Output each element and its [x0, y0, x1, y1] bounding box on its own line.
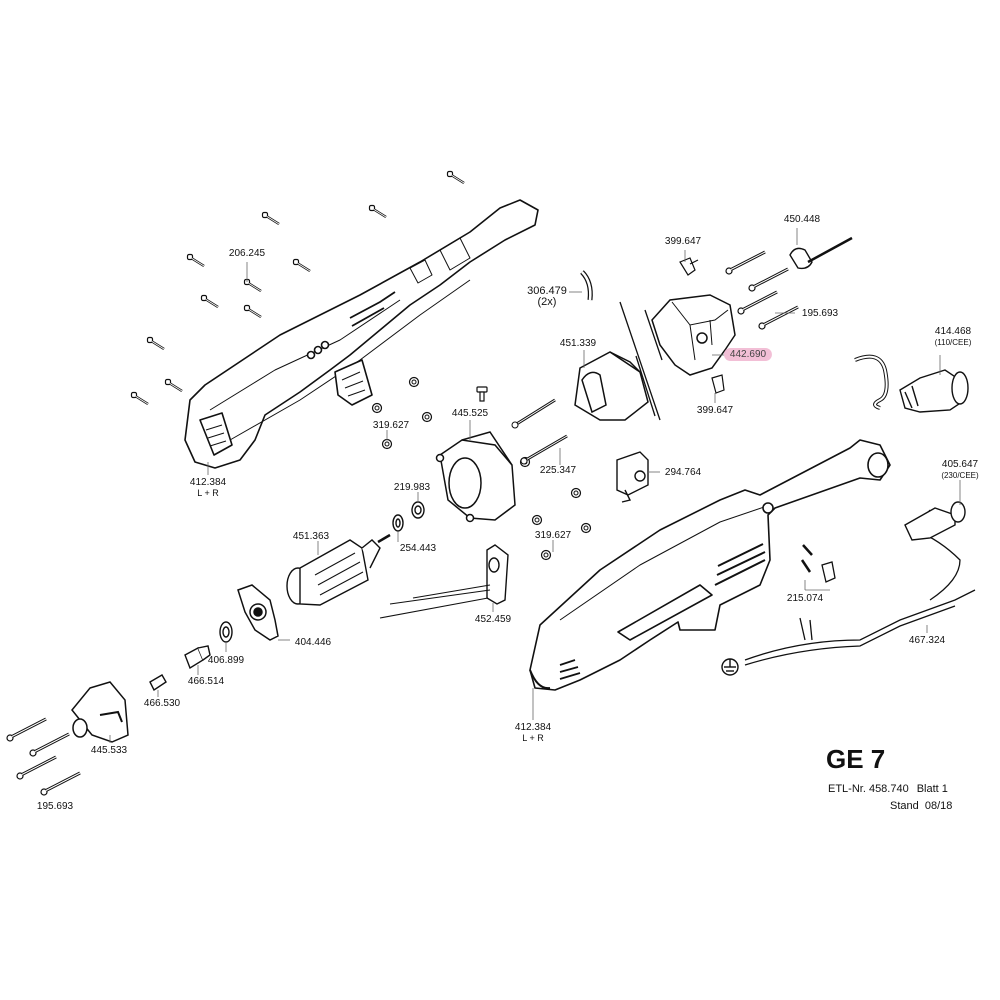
etl-number: ETL-Nr. 458.740 — [828, 783, 909, 795]
motor-housing-445525 — [435, 431, 516, 523]
part-label-467324: 467.324 — [908, 635, 946, 646]
part-label-319627-lower: 319.627 — [534, 530, 572, 541]
part-label-450448: 450.448 — [783, 214, 821, 225]
bearing-254443 — [392, 514, 404, 532]
part-label-195693-bottom: 195.693 — [36, 801, 74, 812]
part-label-254443: 254.443 — [399, 543, 437, 554]
housing-half-right — [529, 439, 891, 691]
plug-405647 — [904, 501, 966, 541]
nut-466514 — [184, 645, 211, 670]
revision-date: Stand 08/18 — [890, 800, 953, 812]
part-label-452459: 452.459 — [474, 614, 512, 625]
screws-225347 — [511, 398, 568, 465]
part-label-406899: 406.899 — [207, 655, 245, 666]
housing-half-left — [184, 199, 539, 469]
clip-399647-bottom — [711, 374, 725, 394]
clip-399647-top — [679, 257, 699, 276]
part-label-405647: 405.647 (230/CEE) — [941, 459, 978, 481]
part-label-445525: 445.525 — [451, 408, 489, 419]
part-note: L + R — [197, 488, 219, 498]
part-note: L + R — [522, 733, 544, 743]
part-label-225347: 225.347 — [539, 465, 577, 476]
part-label-442690[interactable]: 442.690 — [723, 348, 773, 361]
screw-small — [476, 386, 488, 402]
flange-404446 — [237, 584, 279, 641]
clamp-450448 — [789, 236, 853, 270]
part-label-466514: 466.514 — [187, 676, 225, 687]
part-label-414468: 414.468 (110/CEE) — [935, 326, 972, 348]
part-label-219983: 219.983 — [393, 482, 431, 493]
sheet-meta-line-2: Stand 08/18 — [890, 800, 960, 812]
part-label-445533: 445.533 — [90, 745, 128, 756]
switch-294764 — [616, 451, 649, 503]
armature-451363 — [286, 533, 391, 606]
part-label-215074: 215.074 — [786, 593, 824, 604]
washer-406899 — [219, 621, 233, 643]
earth-symbol — [721, 658, 739, 676]
part-label-466530: 466.530 — [143, 698, 181, 709]
stator-451339 — [574, 301, 663, 421]
part-label-195693-top: 195.693 — [801, 308, 839, 319]
part-number: 412.384 — [514, 722, 552, 733]
part-label-294764: 294.764 — [664, 467, 702, 478]
part-label-306479: 306.479 (2x) — [527, 286, 567, 308]
part-number: 306.479 — [527, 285, 567, 297]
screws-195693-bottom — [5, 717, 82, 797]
part-note: (230/CEE) — [941, 471, 979, 480]
part-label-399647-bottom: 399.647 — [696, 405, 734, 416]
part-label-451363: 451.363 — [292, 531, 330, 542]
part-label-319627-upper: 319.627 — [372, 420, 410, 431]
strain-relief-215074 — [800, 544, 836, 583]
gear-housing-442690 — [651, 294, 736, 376]
part-label-412384-left: 412.384 L + R — [190, 477, 226, 499]
gear-head-445533 — [71, 681, 129, 743]
leader-lines — [109, 228, 961, 743]
sheet-meta-line-1: ETL-Nr. 458.740 Blatt 1 — [828, 783, 956, 795]
part-label-399647-top: 399.647 — [664, 236, 702, 247]
part-number: 405.647 — [941, 459, 979, 470]
part-number: 414.468 — [934, 326, 972, 337]
highlighted-part-number[interactable]: 442.690 — [723, 348, 773, 361]
sheet-number: Blatt 1 — [916, 783, 948, 795]
screws-195693-top — [724, 250, 800, 331]
part-label-412384-right: 412.384 L + R — [515, 722, 551, 744]
part-note: (2x) — [537, 296, 557, 308]
model-title: GE 7 — [826, 744, 886, 774]
part-number: 412.384 — [189, 477, 227, 488]
brush-holder-452459 — [379, 544, 509, 619]
part-466530 — [149, 674, 167, 692]
part-label-404446: 404.446 — [294, 637, 332, 648]
bearing-219983 — [411, 501, 425, 519]
plug-414468 — [854, 354, 969, 413]
part-label-206245: 206.245 — [228, 248, 266, 259]
part-label-451339: 451.339 — [559, 338, 597, 349]
part-note: (110/CEE) — [934, 338, 972, 347]
